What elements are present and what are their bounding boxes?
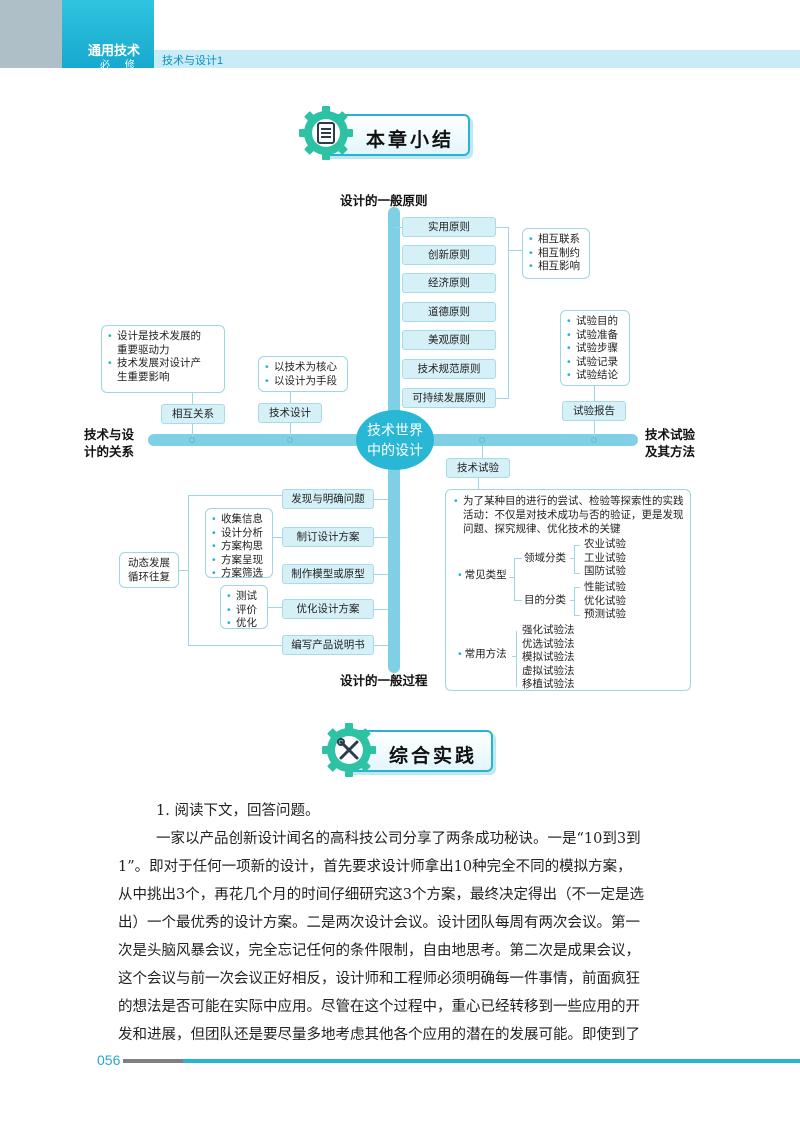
course-category: 必 修 <box>100 60 141 71</box>
question-line: 1. 阅读下文，回答问题。 <box>156 803 320 819</box>
page-number: 056 <box>97 1052 121 1068</box>
principles-heading: 设计的一般原则 <box>340 193 428 208</box>
test-report-notes-box: 试验目的 试验准备 试验步骤 试验记录 试验结论 <box>560 310 630 386</box>
cycle-bracket <box>188 495 189 645</box>
common-types-label: • 常见类型 <box>458 569 507 581</box>
process-step-node: 制作模型或原型 <box>282 564 374 584</box>
relation-notes-box: 设计是技术发展的 重要驱动力 技术发展对设计产 生重要影响 <box>101 325 225 393</box>
paragraph-line: 一家以产品创新设计闻名的高科技公司分享了两条成功秘诀。一是“10到3到 <box>156 831 641 847</box>
paragraph-line: 的想法是否可能在实际中应用。尽管在这个过程中，重心已经转移到一些应用的开 <box>118 999 640 1015</box>
principle-node: 道德原则 <box>402 302 496 322</box>
principle-node: 美观原则 <box>402 330 496 350</box>
process-step-node: 编写产品说明书 <box>282 635 374 655</box>
paragraph-line: 发和进展，但团队还是要尽量多地考虑其他各个应用的潜在的发展可能。即使到了 <box>118 1027 640 1043</box>
paragraph-line: 出）一个最优秀的设计方案。二是两次设计会议。设计团队每周有两次会议。第一 <box>118 915 640 931</box>
principle-bracket <box>508 227 509 399</box>
principle-node: 实用原则 <box>402 217 496 237</box>
principle-node: 创新原则 <box>402 245 496 265</box>
junction-dot <box>287 437 293 443</box>
tech-design-node: 技术设计 <box>258 403 322 423</box>
header-course-tab: 通用技术 必 修 <box>62 0 154 71</box>
paragraph-line: 次是头脑风暴会议，完全忘记任何的条件限制，自由地思考。第二次是成果会议， <box>118 943 640 959</box>
process-notes-a-box: 收集信息 设计分析 方案构思 方案呈现 方案筛选 <box>205 508 273 580</box>
process-notes-b-box: 测试 评价 优化 <box>220 585 268 630</box>
method-items: 强化试验法 优选试验法 模拟试验法 虚拟试验法 移植试验法 <box>522 624 575 690</box>
principle-node: 可持续发展原则 <box>402 388 496 408</box>
tech-test-box: 为了某种目的进行的尝试、检验等探索性的实践 活动：不仅是对技术成功与否的验证，更… <box>445 489 691 691</box>
paragraph-line: 这个会议与前一次会议正好相反，设计师和工程师必须明确每一件事情，前面疯狂 <box>118 971 640 987</box>
relation-heading: 技术与设 计的关系 <box>84 427 135 459</box>
process-step-node: 发现与明确问题 <box>282 489 374 509</box>
purpose-items: 性能试验 优化试验 预测试验 <box>584 581 626 620</box>
mindmap-center-node: 技术世界 中的设计 <box>356 410 434 470</box>
wrench-screwdriver-gear-icon <box>322 723 376 777</box>
process-step-node: 优化设计方案 <box>282 599 374 619</box>
test-heading: 技术试验 及其方法 <box>645 427 696 459</box>
footer-rule-grey <box>123 1059 183 1063</box>
tech-design-notes-box: 以技术为核心 以设计为手段 <box>258 356 348 392</box>
by-field-label: 领域分类 <box>524 552 566 564</box>
course-title: 通用技术 <box>88 43 141 58</box>
junction-dot <box>479 437 485 443</box>
by-purpose-label: 目的分类 <box>524 594 566 606</box>
common-methods-label: • 常用方法 <box>458 648 507 660</box>
principle-node: 经济原则 <box>402 273 496 293</box>
header-strip: 技术与设计1 <box>154 50 800 68</box>
relation-node: 相互关系 <box>161 404 225 424</box>
junction-dot <box>591 437 597 443</box>
practice-title: 综合实践 <box>389 745 478 767</box>
paragraph-line: 从中挑出3个，再花几个月的时间仔细研究这3个方案，最终决定得出（不一定是选 <box>118 887 644 903</box>
test-report-node: 试验报告 <box>562 401 626 421</box>
principle-notes-box: 相互联系 相互制约 相互影响 <box>522 228 590 279</box>
document-gear-icon <box>299 106 353 160</box>
tech-test-definition: 为了某种目的进行的尝试、检验等探索性的实践 活动：不仅是对技术成功与否的验证，更… <box>454 494 684 536</box>
summary-title: 本章小结 <box>366 129 455 151</box>
field-items: 农业试验 工业试验 国防试验 <box>584 538 626 577</box>
cycle-box: 动态发展 循环往复 <box>119 552 179 588</box>
process-heading: 设计的一般过程 <box>340 673 428 688</box>
book-title: 技术与设计1 <box>162 55 224 67</box>
paragraph-line: 1”。即对于任何一项新的设计，首先要求设计师拿出10种完全不同的模拟方案， <box>118 859 632 875</box>
junction-dot <box>189 437 195 443</box>
header-grey-block <box>0 0 70 68</box>
practice-body: 1. 阅读下文，回答问题。 一家以产品创新设计闻名的高科技公司分享了两条成功秘诀… <box>118 797 698 1049</box>
tech-test-node: 技术试验 <box>446 458 510 478</box>
principle-node: 技术规范原则 <box>402 359 496 379</box>
footer-rule-blue <box>183 1059 800 1063</box>
connector <box>394 227 404 228</box>
process-step-node: 制订设计方案 <box>282 527 374 547</box>
